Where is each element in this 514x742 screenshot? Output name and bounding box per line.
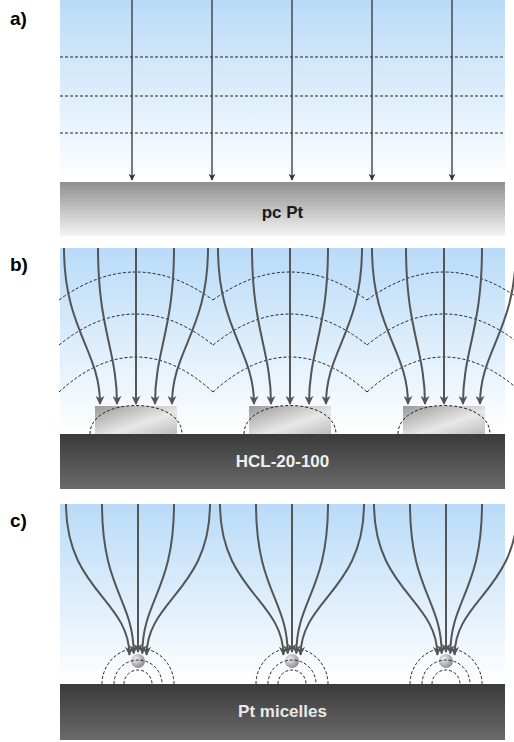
flux-line bbox=[102, 504, 134, 653]
flux-line bbox=[256, 504, 288, 653]
flux-line bbox=[142, 504, 174, 653]
flux-line bbox=[296, 504, 328, 653]
isoline bbox=[367, 314, 514, 345]
flux-line bbox=[66, 504, 129, 655]
flux-line bbox=[406, 248, 425, 404]
isoline bbox=[124, 670, 152, 684]
flux-line bbox=[155, 248, 174, 404]
flux-line bbox=[291, 504, 293, 652]
flux-line bbox=[443, 248, 445, 404]
flux-line bbox=[455, 504, 514, 655]
isoline bbox=[432, 670, 460, 684]
substrate-label: HCL-20-100 bbox=[236, 452, 330, 472]
panel-label: a) bbox=[10, 8, 27, 30]
flux-line bbox=[480, 248, 514, 404]
electrode-substrate: Pt micelles bbox=[60, 684, 505, 740]
isoline bbox=[244, 406, 336, 435]
electrode-substrate: HCL-20-100 bbox=[60, 434, 505, 489]
pt-particle bbox=[131, 654, 453, 668]
isoline bbox=[398, 406, 490, 435]
flux-line bbox=[220, 504, 283, 655]
flux-line bbox=[64, 248, 100, 404]
substrate-label: pc Pt bbox=[262, 203, 304, 223]
flux-line bbox=[445, 504, 447, 652]
flux-arrow bbox=[371, 0, 372, 180]
flux-line bbox=[301, 504, 364, 655]
pt-block bbox=[95, 406, 485, 434]
electrolyte bbox=[60, 504, 505, 684]
flux-arrow bbox=[291, 0, 292, 180]
isoline bbox=[422, 660, 470, 684]
flux-line bbox=[218, 248, 254, 404]
isoline bbox=[367, 272, 514, 300]
panel-label: b) bbox=[10, 254, 28, 276]
flux-arrow bbox=[131, 0, 132, 180]
flux-arrow bbox=[211, 0, 212, 180]
flux-line bbox=[450, 504, 482, 653]
isoline bbox=[90, 406, 182, 435]
flux-line bbox=[98, 248, 117, 404]
flux-line bbox=[372, 248, 408, 404]
flux-arrow bbox=[451, 0, 452, 180]
flux-line bbox=[410, 504, 442, 653]
electrolyte bbox=[60, 248, 505, 434]
isoline bbox=[367, 357, 514, 392]
isoline bbox=[102, 648, 174, 684]
isoline bbox=[60, 57, 505, 133]
flux-line bbox=[289, 248, 291, 404]
electrolyte bbox=[60, 0, 505, 182]
flux-line bbox=[326, 248, 362, 404]
flux-line bbox=[137, 504, 139, 652]
isoline bbox=[410, 648, 482, 684]
flux-line bbox=[147, 504, 210, 655]
isoline bbox=[114, 660, 162, 684]
isoline bbox=[256, 648, 328, 684]
substrate-label: Pt micelles bbox=[238, 702, 327, 722]
flux-line bbox=[252, 248, 271, 404]
panel-label: c) bbox=[10, 510, 27, 532]
isoline bbox=[268, 660, 316, 684]
flux-line bbox=[135, 248, 137, 404]
flux-line bbox=[374, 504, 437, 655]
electrode-substrate: pc Pt bbox=[60, 182, 505, 236]
flux-line bbox=[463, 248, 482, 404]
isoline bbox=[278, 670, 306, 684]
flux-line bbox=[309, 248, 328, 404]
flux-line bbox=[172, 248, 208, 404]
